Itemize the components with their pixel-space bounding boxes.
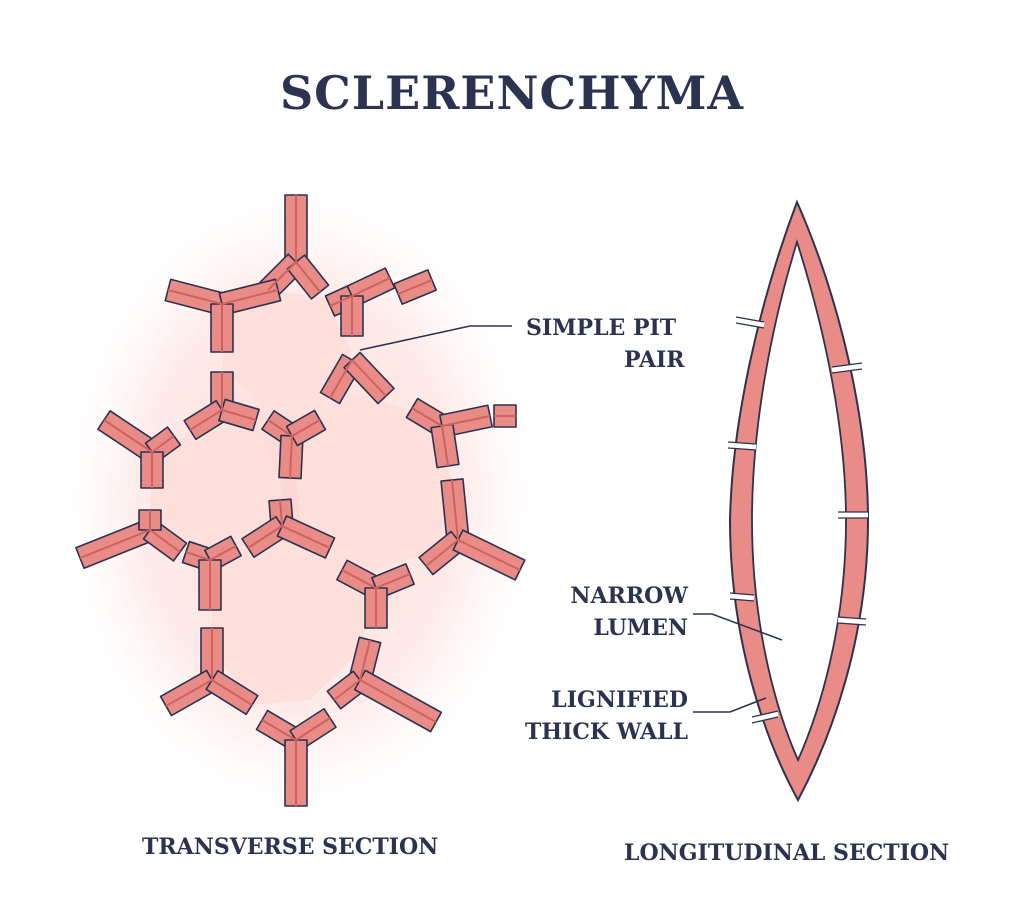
wall-middle-lamella: [295, 717, 331, 741]
wall-middle-lamella: [149, 529, 181, 553]
label-lignified-line1: LIGNIFIED: [551, 687, 688, 713]
transverse-lumens: [150, 290, 452, 705]
lumen-bottom: [212, 542, 372, 705]
wall-middle-lamella: [279, 499, 283, 527]
wall-middle-lamella: [375, 573, 411, 589]
wall-middle-lamella: [209, 545, 237, 561]
wall-middle-lamella: [267, 261, 297, 291]
wall-middle-lamella: [359, 679, 437, 723]
wall-middle-lamella: [425, 539, 459, 567]
label-simple-pit-pair: SIMPLE PIT PAIR: [526, 312, 685, 376]
fiber-narrow-lumen: [751, 238, 847, 763]
caption-longitudinal: LONGITUDINAL SECTION: [624, 840, 950, 866]
label-narrow-lumen: NARROW LUMEN: [520, 580, 688, 644]
wall-middle-lamella: [291, 419, 321, 437]
lumen-center: [292, 392, 452, 570]
wall-middle-lamella: [189, 409, 223, 431]
transverse-walls: [75, 194, 526, 807]
wall-middle-lamella: [411, 407, 443, 427]
leader-lignified-wall: [693, 697, 767, 713]
wall-middle-lamella: [351, 277, 391, 297]
label-simple-pit-line1: SIMPLE PIT: [526, 315, 677, 341]
wall-middle-lamella: [261, 719, 297, 741]
label-narrow-lumen-line2: LUMEN: [593, 615, 688, 641]
wall-middle-lamella: [295, 261, 321, 293]
wall-middle-lamella: [79, 529, 151, 559]
wall-middle-lamella: [221, 289, 279, 305]
wall-middle-lamella: [351, 359, 387, 397]
lumen-top: [222, 290, 352, 410]
leader-lines: [359, 325, 783, 713]
wall-middle-lamella: [211, 679, 253, 706]
lumen-left: [150, 430, 282, 548]
label-simple-pit-line2: PAIR: [624, 347, 685, 373]
wall-middle-lamella: [289, 435, 293, 479]
wall-middle-lamella: [267, 419, 293, 437]
wall-middle-lamella: [341, 569, 377, 589]
wall-middle-lamella: [441, 425, 449, 467]
wall-middle-lamella: [359, 639, 371, 681]
wall-middle-lamella: [397, 279, 433, 295]
fiber-pit-gaps: [727, 317, 868, 723]
wall-middle-lamella: [167, 289, 223, 305]
caption-transverse: TRANSVERSE SECTION: [142, 834, 439, 860]
leader-simple-pit-pair: [359, 325, 512, 351]
wall-middle-lamella: [457, 539, 521, 571]
wall-middle-lamella: [441, 415, 491, 427]
fiber-pit-gap-edges: [727, 316, 868, 724]
wall-middle-lamella: [247, 525, 283, 549]
label-lignified-line2: THICK WALL: [524, 719, 688, 745]
wall-middle-lamella: [151, 435, 175, 453]
wall-middle-lamella: [165, 679, 213, 707]
wall-middle-lamella: [329, 359, 353, 399]
wall-middle-lamella: [329, 295, 353, 307]
wall-middle-lamella: [281, 525, 331, 549]
leader-narrow-lumen: [693, 613, 783, 641]
label-lignified-wall: LIGNIFIED THICK WALL: [490, 684, 688, 748]
wall-middle-lamella: [185, 551, 211, 561]
wall-middle-lamella: [333, 679, 361, 701]
label-narrow-lumen-line1: NARROW: [570, 583, 688, 609]
diagram-title: SCLERENCHYMA: [279, 66, 745, 120]
transverse-wall-centerlines: [79, 195, 521, 806]
longitudinal-fiber: [727, 199, 870, 803]
wall-middle-lamella: [103, 419, 153, 453]
wall-middle-lamella: [451, 479, 459, 541]
wall-middle-lamella: [221, 409, 257, 421]
